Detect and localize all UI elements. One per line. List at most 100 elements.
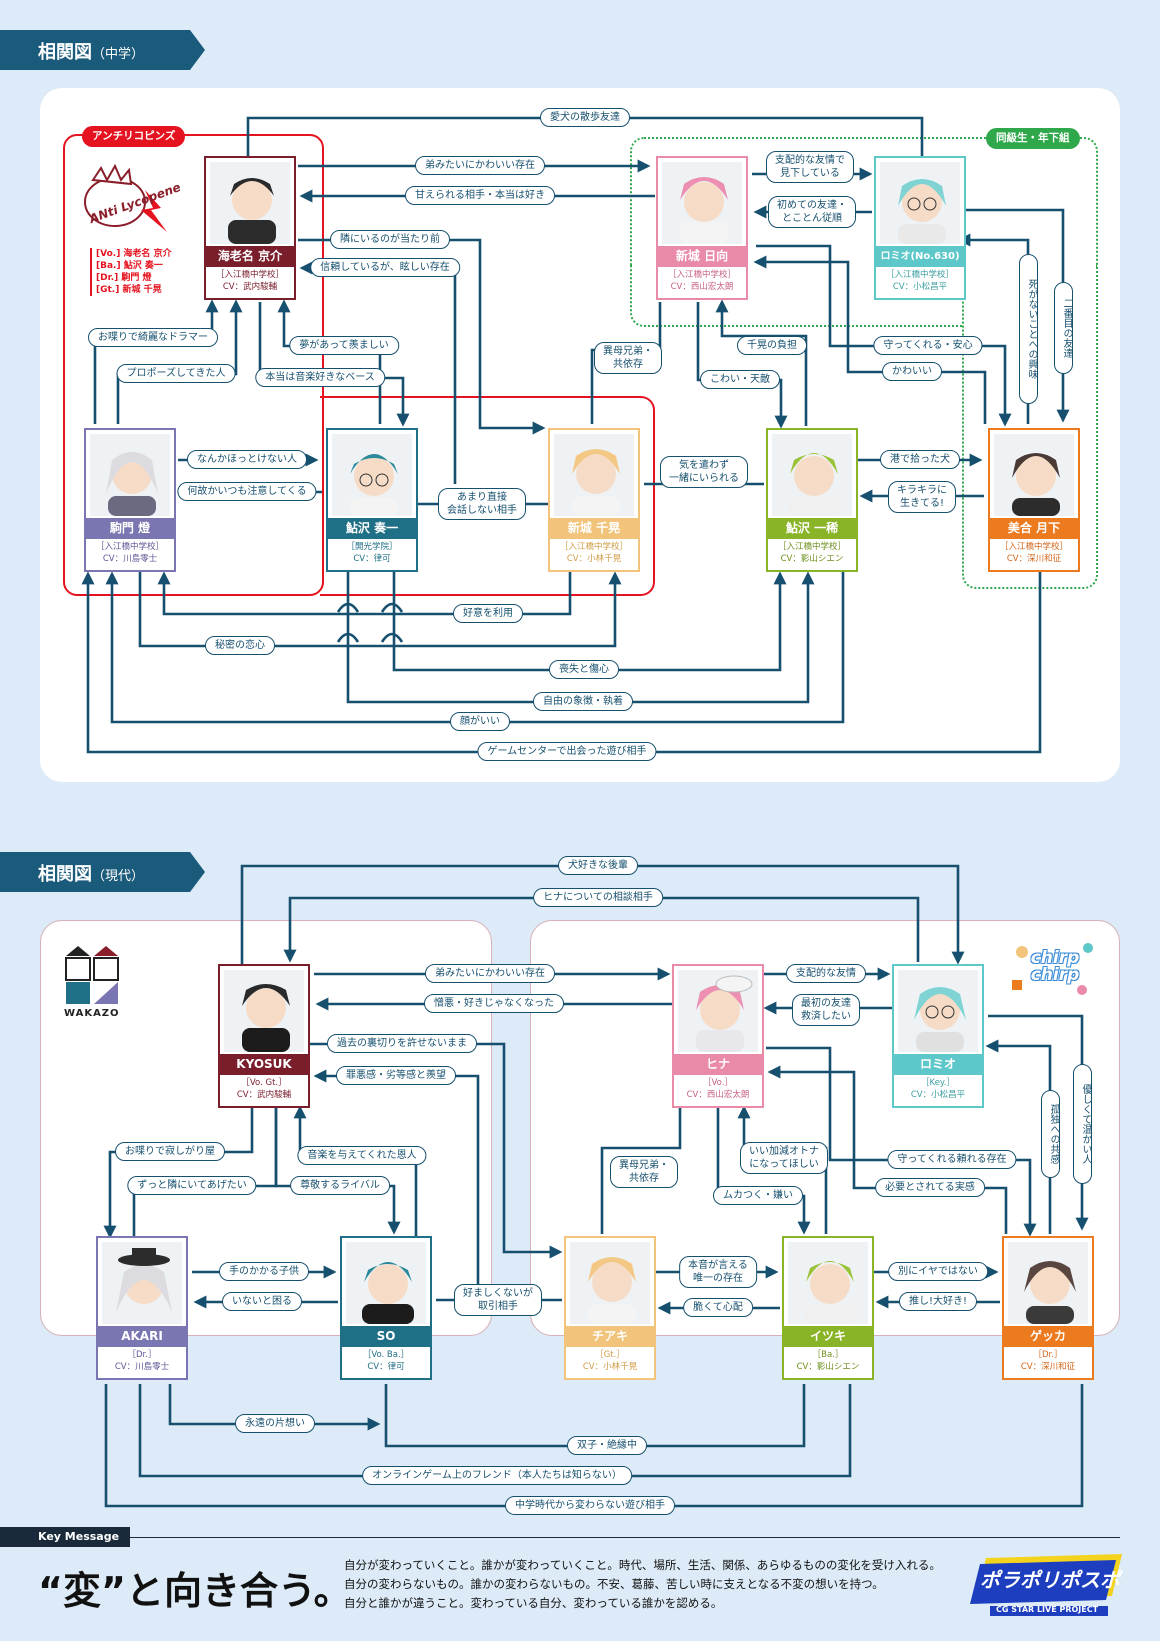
card-itsuki[interactable]: 鮎沢 一稀 ［入江橋中学校］CV：影山シエン: [766, 428, 858, 572]
label-scary: こわい・天敵: [700, 370, 780, 389]
label-handful: 手のかかる子供: [219, 1262, 309, 1281]
link-half-bro-2: [600, 1104, 682, 1234]
group-box-antiricopins-ext: [320, 396, 655, 596]
label-loss: 喪失と傷心: [549, 660, 619, 679]
char-name: 美合 月下: [990, 518, 1078, 539]
project-logo-text: ポラポリポスポ: [980, 1568, 1120, 1592]
label-sparkle: キラキラに 生きてる!: [888, 481, 956, 513]
portrait: [880, 162, 960, 244]
card-itsuki-present[interactable]: イツキ ［Ba.］CV：影山シエン: [782, 1236, 874, 1380]
char-info: ［入江橋中学校］CV：武内駿輔: [215, 270, 284, 292]
card-kyosuk[interactable]: KYOSUK ［Vo. Gt.］CV：武内駿輔: [218, 964, 310, 1108]
label-deal: 好ましくないが 取引相手: [454, 1284, 542, 1316]
portrait: [772, 434, 852, 516]
link-chatty-2: [103, 1106, 254, 1239]
section-banner-middle: 相関図（中学）: [0, 30, 205, 70]
char-name: イツキ: [784, 1326, 872, 1347]
portrait: [90, 434, 170, 516]
chirp-logo-art: [1012, 943, 1093, 995]
label-cute: かわいい: [882, 362, 942, 381]
wakazo-logo-art: [65, 946, 119, 1004]
label-dominant: 支配的な友情で 見下している: [766, 151, 854, 183]
card-akari[interactable]: 駒門 燈 ［入江橋中学校］CV：川島零士: [84, 428, 176, 572]
label-sloppy: いい加減オトナ になってほしい: [740, 1142, 828, 1174]
card-gekka[interactable]: 美合 月下 ［入江橋中学校］CV：深川和征: [988, 428, 1080, 572]
label-need-you: いないと困る: [222, 1292, 302, 1311]
card-soichi[interactable]: 鮎沢 奏一 ［開光学院］CV：律可: [326, 428, 418, 572]
char-name: ゲッカ: [1004, 1326, 1092, 1347]
label-not-bad: 別にイヤではない: [888, 1262, 988, 1281]
portrait: [898, 970, 978, 1052]
portrait: [994, 434, 1074, 516]
portrait-art: [804, 1261, 856, 1324]
portrait: [570, 1242, 650, 1324]
card-hinata[interactable]: 新城 日向 ［入江橋中学校］CV：西山宏太朗: [656, 156, 748, 300]
card-kyosuke[interactable]: 海老名 京介 ［入江橋中学校］CV：武内駿輔: [204, 156, 296, 300]
banner-shape: [0, 852, 205, 892]
label-trust: 信頼しているが、眩しい存在: [310, 258, 460, 277]
char-name: SO: [342, 1326, 430, 1347]
group-box-classmates-bottom: [962, 265, 1098, 589]
link-protect-2: [766, 1046, 1037, 1237]
group-box-antiricopins: [63, 134, 324, 596]
char-name: ロミオ: [894, 1054, 982, 1075]
label-protect-2: 守ってくれる頼れる存在: [887, 1150, 1017, 1169]
card-chiaki[interactable]: 新城 千晃 ［入江橋中学校］CV：小林千晃: [548, 428, 640, 572]
card-romio[interactable]: ロミオ(No.630) ［入江橋中学校］CV：小松昌平: [874, 156, 966, 300]
portrait: [210, 162, 290, 244]
link-music-benefactor: [293, 1105, 418, 1236]
portrait-art: [350, 454, 398, 516]
headline: “変”と向き合う。: [38, 1569, 352, 1613]
portrait-art: [1012, 453, 1060, 516]
card-chiaki-present[interactable]: チアキ ［Gt.］CV：小林千晃: [564, 1236, 656, 1380]
card-romio-present[interactable]: ロミオ ［Key.］CV：小松昌平: [892, 964, 984, 1108]
group-tag-classmates: 同級生・年下組: [986, 128, 1080, 149]
card-hina[interactable]: ヒナ ［Vo.］CV：西山宏太朗: [672, 964, 764, 1108]
portrait-art: [914, 987, 966, 1052]
group-tag-antiricopins: アンチリコピンズ: [82, 126, 186, 147]
label-interest: 死がないことへの興味: [1019, 254, 1038, 404]
portrait: [1008, 1242, 1088, 1324]
label-lonely: 孤独への共感: [1041, 1090, 1060, 1178]
label-chatty-2: お喋りで寂しがり屋: [115, 1142, 225, 1161]
label-online: オンラインゲーム上のフレンド（本人たちは知らない）: [362, 1466, 632, 1485]
label-music-benefactor: 音楽を与えてくれた恩人: [297, 1146, 427, 1165]
section-banner-present: 相関図（現代）: [0, 852, 205, 892]
message-line: 自分と誰かが違うこと。変わっている自分、変わっている誰かを認める。: [344, 1596, 723, 1610]
label-music-bass: 本当は音楽好きなベース: [255, 368, 385, 387]
char-name: 鮎沢 一稀: [768, 518, 856, 539]
section-title-middle: 相関図（中学）: [38, 42, 145, 63]
project-logo: ポラポリポスポ CG STAR LIVE PROJECT: [966, 1550, 1126, 1620]
label-chiaki-burden: 千晃の負担: [737, 336, 807, 355]
char-info: ［Vo.］CV：西山宏太朗: [686, 1078, 750, 1100]
section-title-present: 相関図（現代）: [38, 864, 145, 885]
key-message-label: Key Message: [0, 1527, 130, 1547]
label-proposal: プロポーズしてきた人: [116, 364, 236, 383]
card-gekka-present[interactable]: ゲッカ ［Dr.］CV：深川和征: [1002, 1236, 1094, 1380]
bridge: [380, 632, 404, 643]
portrait-art: [116, 1248, 172, 1312]
chirp-logo-text: chirp chirp: [1030, 948, 1080, 985]
label-cute-bro-2: 弟みたいにかわいい存在: [425, 964, 555, 983]
link-kind: [988, 1014, 1089, 1231]
char-info: ［Ba.］CV：影山シエン: [796, 1350, 860, 1372]
char-info: ［入江橋中学校］CV：深川和征: [999, 542, 1068, 564]
card-so[interactable]: SO ［Vo. Ba.］CV：律可: [340, 1236, 432, 1380]
label-half-bro-2: 異母兄弟・ 共依存: [610, 1156, 678, 1188]
portrait: [332, 434, 412, 516]
portrait-art: [788, 453, 840, 516]
label-half-bro: 異母兄弟・ 共依存: [594, 342, 662, 374]
char-name: 新城 千晃: [550, 518, 638, 539]
label-needed: 必要とされてる実感: [875, 1178, 985, 1197]
card-akari-present[interactable]: AKARI ［Dr.］CV：川島零士: [96, 1236, 188, 1380]
label-guilt: 罪悪感・劣等感と羨望: [336, 1066, 456, 1085]
char-name: 海老名 京介: [206, 246, 294, 267]
label-considerate: 気を遣わず 一緒にいられる: [660, 456, 748, 488]
portrait-art: [588, 1257, 636, 1324]
portrait: [554, 434, 634, 516]
portrait-art: [106, 452, 158, 516]
portrait: [346, 1242, 426, 1324]
label-protect: 守ってくれる・安心: [873, 336, 983, 355]
portrait: [788, 1242, 868, 1324]
